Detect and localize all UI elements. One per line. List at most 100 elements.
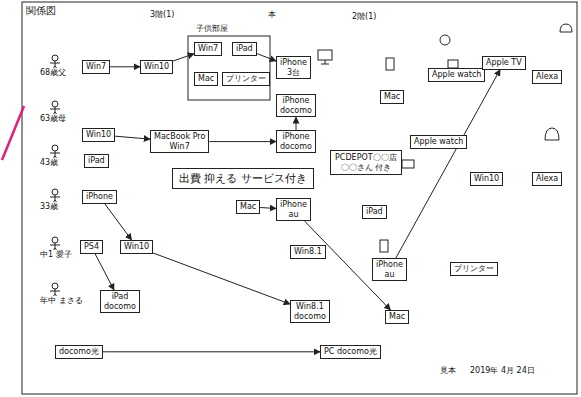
node-text: Mac (389, 312, 405, 322)
node-text: Alexa (536, 174, 558, 184)
node-text: iPhone (280, 58, 307, 68)
device-box: PC docomo光 (320, 345, 381, 359)
node-text: iPad (88, 156, 105, 166)
node-text: docomo光 (59, 347, 99, 357)
node-text: 出費 抑える サービス付き (179, 172, 307, 185)
node-text: Win7 (86, 62, 106, 72)
note-label: 中1 愛子 (40, 250, 72, 260)
node-text: iPhone (280, 132, 312, 142)
connector-arrow (110, 66, 140, 67)
node-text: Apple TV (486, 58, 522, 68)
connector-arrow (296, 117, 297, 130)
note-label: 2019年 4月 24日 (470, 366, 535, 376)
node-text: iPad (104, 292, 136, 302)
device-box: Alexa (532, 172, 562, 186)
connector-arrow (257, 54, 276, 61)
connector-arrow (95, 254, 114, 290)
node-text: Apple watch (432, 70, 481, 80)
note-label: 子供部屋 (196, 24, 228, 34)
diagram-title: 関係図 (26, 5, 56, 17)
node-text: Alexa (536, 72, 558, 82)
pink-stroke (2, 106, 24, 160)
device-box: docomo光 (55, 345, 103, 359)
device-box: Win7 (194, 42, 222, 56)
node-text: iPhone (376, 260, 403, 270)
note-label: 68歳父 (40, 68, 66, 78)
shop-box: PCDEPOT〇〇店〇〇さん 付き (330, 150, 402, 175)
note-label: 3階(1) (150, 10, 174, 20)
device-box: Apple watch (428, 68, 485, 82)
node-text: iPad (236, 44, 253, 54)
device-box: Win10 (140, 60, 173, 74)
node-text: Win8.1 (294, 247, 322, 257)
node-text: iPhone (280, 96, 312, 106)
node-text: iPhone (280, 200, 307, 210)
node-text: PS4 (84, 242, 99, 252)
note-label: 見本 (440, 366, 456, 376)
device-sketches (318, 24, 572, 252)
device-box: Win8.1 (290, 245, 326, 259)
note-label: 本 (268, 10, 276, 20)
node-text: Mac (198, 74, 214, 84)
node-text: iPad (366, 207, 383, 217)
node-text: docomo (104, 302, 136, 312)
node-text: 〇〇さん 付き (335, 163, 397, 173)
connector-arrow (260, 208, 276, 209)
connector-arrow (173, 54, 194, 61)
device-box: iPaddocomo (100, 290, 140, 313)
device-box: Win10 (82, 128, 115, 142)
device-box: Win8.1docomo (290, 300, 330, 323)
person-icons (50, 55, 60, 298)
connector-arrow (153, 253, 290, 304)
connector-arrow (396, 70, 500, 258)
node-text: MacBook Pro (154, 132, 205, 142)
device-box: Win10 (470, 172, 503, 186)
connector-arrow (115, 136, 150, 139)
note-label: 33歳 (40, 202, 58, 212)
device-box: iPhone3台 (276, 56, 311, 79)
node-text: docomo (280, 142, 312, 152)
device-box: Mac (236, 200, 260, 214)
device-box: Win7 (82, 60, 110, 74)
device-box: Mac (385, 310, 409, 324)
device-box: iPhonedocomo (276, 94, 316, 117)
node-text: Win7 (198, 44, 218, 54)
device-box: プリンター (222, 72, 270, 86)
connector-arrow (209, 141, 276, 142)
note-label: 63歳母 (40, 114, 66, 124)
node-text: docomo (294, 312, 326, 322)
node-text: Mac (240, 202, 256, 212)
device-box: PS4 (80, 240, 103, 254)
node-text: Win7 (154, 142, 205, 152)
note-label: 年中 まさる (40, 296, 83, 306)
node-text: docomo (280, 106, 312, 116)
device-box: iPad (232, 42, 257, 56)
device-box: iPhoneau (372, 258, 407, 281)
device-box: iPhone (82, 190, 117, 204)
node-text: プリンター (226, 74, 266, 84)
device-box: iPhonedocomo (276, 130, 316, 153)
node-text: au (280, 210, 307, 220)
device-box: Mac (194, 72, 218, 86)
room-frame (188, 36, 270, 100)
node-text: iPhone (86, 192, 113, 202)
sheet-border (22, 2, 577, 394)
node-text: Apple watch (414, 137, 463, 147)
device-box: Apple TV (482, 56, 526, 70)
device-box: iPad (362, 205, 387, 219)
node-text: プリンター (454, 264, 494, 274)
node-text: Win10 (86, 130, 111, 140)
node-text: Win8.1 (294, 302, 326, 312)
device-box: Win10 (120, 240, 153, 254)
note-label: 43歳 (40, 158, 58, 168)
device-box: Alexa (532, 70, 562, 84)
note-label: 2階(1) (352, 12, 376, 22)
service-box: 出費 抑える サービス付き (172, 168, 314, 189)
node-text: Mac (384, 92, 400, 102)
device-box: iPad (84, 154, 109, 168)
device-box: Mac (380, 90, 404, 104)
device-box: プリンター (450, 262, 498, 276)
device-box: iPhoneau (276, 198, 311, 221)
node-text: Win10 (474, 174, 499, 184)
